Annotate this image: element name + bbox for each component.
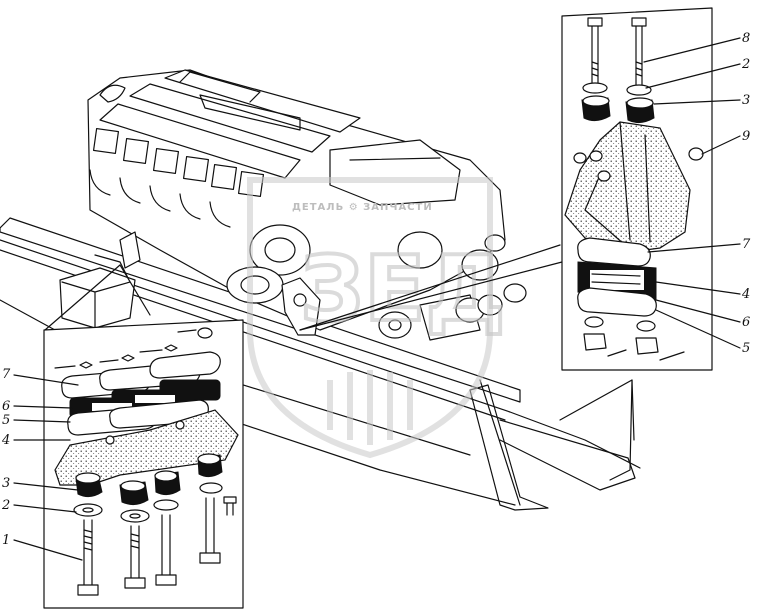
callout-5-left: 5 bbox=[2, 413, 10, 428]
callout-4-right: 4 bbox=[741, 287, 750, 302]
callout-5-right: 5 bbox=[742, 341, 750, 356]
watermark-text: ДЕТАЛЬ ⚙ ЗАПЧАСТИ bbox=[292, 202, 433, 213]
callout-8-right: 8 bbox=[742, 31, 750, 46]
watermark-letters: ЗЕД bbox=[300, 237, 506, 342]
left-inset bbox=[13, 319, 244, 609]
callout-6-right: 6 bbox=[742, 315, 750, 330]
callout-1-left: 1 bbox=[2, 533, 10, 548]
callout-6-left: 6 bbox=[2, 399, 10, 414]
callout-7-left: 7 bbox=[2, 367, 11, 382]
callout-2-left: 2 bbox=[1, 498, 10, 513]
callout-3-right: 3 bbox=[742, 93, 750, 108]
right-inset bbox=[561, 7, 741, 371]
callout-3-left: 3 bbox=[2, 476, 10, 491]
callout-4-left: 4 bbox=[1, 433, 10, 448]
watermark: ДЕТАЛЬ ⚙ ЗАПЧАСТИ ЗЕД bbox=[247, 177, 508, 459]
callout-7-right: 7 bbox=[742, 237, 751, 252]
callout-9-right: 9 bbox=[742, 129, 750, 144]
callout-2-right: 2 bbox=[741, 57, 750, 72]
inset-connectors bbox=[44, 244, 563, 331]
